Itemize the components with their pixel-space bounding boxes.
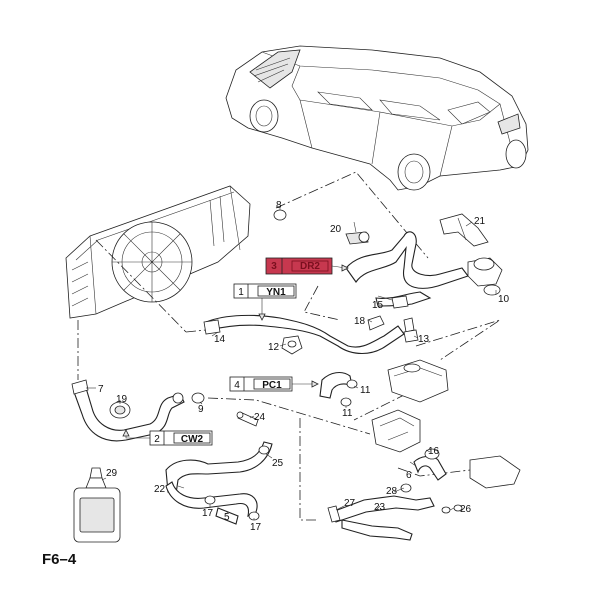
leader-lines (77, 171, 501, 521)
part-label: 16 (428, 446, 440, 457)
coolant-bottle (73, 467, 121, 543)
part-label: 21 (474, 216, 486, 227)
callout-yn1: 1 YN1 (233, 283, 297, 299)
part-label: 20 (330, 224, 342, 235)
expansion-tank (371, 359, 521, 489)
part-label: 7 (98, 384, 104, 395)
callout-pc1-number: 4 (234, 380, 240, 391)
part-label: 25 (272, 458, 284, 469)
vehicle-illustration (225, 45, 529, 191)
part-label: 15 (372, 300, 384, 311)
part-label: 6 (406, 470, 412, 481)
callout-cw2-number: 2 (154, 434, 160, 445)
coolant-pipe-assembly (327, 448, 463, 541)
part-label: 10 (498, 294, 510, 305)
part-label: 12 (268, 342, 280, 353)
part-label: 11 (342, 408, 353, 419)
callout-dr2-number: 3 (271, 261, 277, 272)
part-label: 26 (460, 504, 472, 515)
callout-yn1-number: 1 (238, 287, 244, 298)
part-label: 27 (344, 498, 356, 509)
radiator-fan-assembly (65, 185, 251, 319)
lower-hose-assembly (71, 379, 205, 442)
part-label: 8 (276, 200, 282, 211)
callout-dr2: 3 DR2 (265, 257, 333, 275)
callout-pc1: 4 PC1 (229, 376, 293, 392)
part-label: 24 (254, 412, 266, 423)
part-label: 14 (214, 334, 226, 345)
upper-hose-assembly (273, 209, 503, 331)
part-label: 13 (418, 334, 430, 345)
callout-yn1-code: YN1 (266, 287, 286, 298)
part-label: 17 (250, 522, 262, 533)
part-label: 17 (202, 508, 214, 519)
part-label: 11 (360, 385, 371, 396)
part-label: 28 (386, 486, 398, 497)
callout-dr2-code: DR2 (300, 261, 320, 272)
part-label: 5 (224, 512, 230, 523)
radiator-hose-assembly (203, 314, 419, 355)
part-label: 23 (374, 502, 386, 513)
part-label: 19 (116, 394, 128, 405)
part-label: 18 (354, 316, 366, 327)
part-number-labels: 5 6 7 8 9 10 11 11 12 13 14 15 16 17 17 … (98, 200, 510, 533)
callout-cw2: 2 CW2 (149, 430, 213, 446)
bypass-hose (319, 371, 358, 407)
part-label: 22 (154, 484, 166, 495)
callout-pc1-code: PC1 (262, 380, 282, 391)
part-label: 29 (106, 468, 118, 479)
part-label: 9 (198, 404, 204, 415)
page-code: F6–4 (42, 551, 77, 568)
heater-hose-assembly (165, 411, 273, 525)
callout-cw2-code: CW2 (181, 434, 204, 445)
pointer-lines (86, 208, 497, 520)
